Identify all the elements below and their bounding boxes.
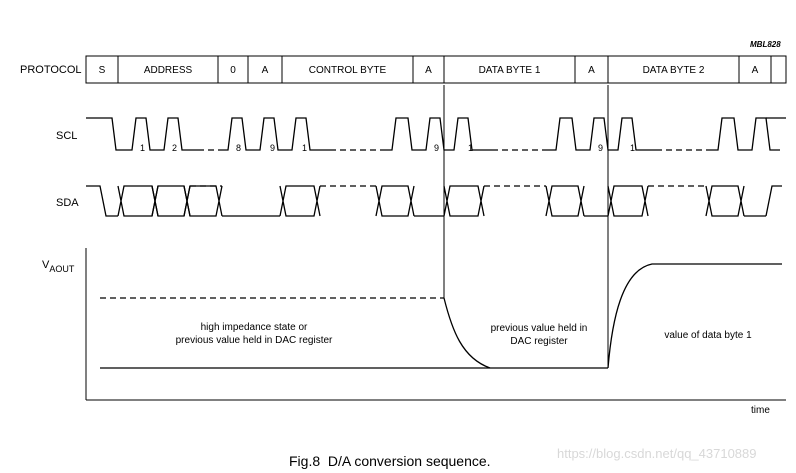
vaout-label: VAOUT	[42, 259, 75, 274]
scl-waveform	[86, 117, 786, 151]
protocol-field-a: A	[262, 65, 269, 76]
output-decay-curve	[443, 297, 491, 369]
time-axis-label: time	[751, 405, 770, 416]
sda-data-bit	[545, 185, 585, 217]
scl-pulse-number: 1	[468, 143, 473, 153]
watermark-text: https://blog.csdn.net/qq_43710889	[557, 446, 757, 461]
region1-note-line2: previous value held in DAC register	[176, 335, 333, 346]
vaout-plot: high impedance state or previous value h…	[85, 85, 786, 416]
protocol-field-address: ADDRESS	[144, 65, 193, 76]
protocol-field-0: 0	[230, 65, 236, 76]
scl-pulse-labels: 1 2 8 9 1 9 1 9 1	[140, 143, 635, 153]
sda-data-bit	[705, 185, 745, 217]
scl-pulse-number: 9	[434, 143, 439, 153]
scl-pulse-number: 9	[598, 143, 603, 153]
sda-data-bit	[443, 185, 485, 217]
protocol-bar: S ADDRESS 0 A CONTROL BYTE A DATA BYTE 1 A DATA …	[85, 55, 787, 84]
sda-end	[765, 185, 782, 217]
scl-pulse-number: 1	[140, 143, 145, 153]
sda-data-bit	[117, 185, 159, 217]
scl-pulse-number: 8	[236, 143, 241, 153]
output-rise-curve	[607, 263, 782, 369]
figure-caption: Fig.8 D/A conversion sequence.	[289, 453, 491, 469]
protocol-field-a: A	[425, 65, 432, 76]
vaout-label-sub: AOUT	[49, 264, 75, 274]
region3-note: value of data byte 1	[664, 330, 752, 341]
sda-waveform	[86, 185, 782, 217]
sda-data-bit	[183, 185, 223, 217]
region1-note-line1: high impedance state or	[201, 322, 308, 333]
scl-pulse-number: 1	[630, 143, 635, 153]
protocol-label: PROTOCOL	[20, 64, 82, 76]
scl-label: SCL	[56, 130, 77, 142]
protocol-field-a: A	[588, 65, 595, 76]
protocol-bar-outline	[85, 55, 787, 84]
protocol-field-data-byte-2: DATA BYTE 2	[643, 65, 705, 76]
scl-pulse-number: 9	[270, 143, 275, 153]
scl-pulse-number: 1	[302, 143, 307, 153]
protocol-field-control-byte: CONTROL BYTE	[309, 65, 387, 76]
scl-segment-ack-control	[218, 117, 330, 151]
scl-segment-data1	[380, 117, 492, 151]
protocol-field-data-byte-1: DATA BYTE 1	[479, 65, 541, 76]
region2-note-line1: previous value held in	[491, 323, 588, 334]
region2-note-line2: DAC register	[510, 336, 568, 347]
scl-segment-data2	[544, 117, 656, 151]
scl-segment-address	[86, 117, 198, 151]
scl-pulse-number: 2	[172, 143, 177, 153]
protocol-field-a: A	[752, 65, 759, 76]
sda-start-condition	[86, 185, 118, 217]
vaout-label-main: V	[42, 259, 50, 271]
protocol-field-s: S	[99, 65, 106, 76]
scl-segment-end	[706, 117, 780, 151]
sda-data-bit	[607, 185, 649, 217]
sda-data-bit	[375, 185, 415, 217]
sda-label: SDA	[56, 197, 79, 209]
figure-id: MBL828	[750, 40, 781, 49]
sda-data-bit	[279, 185, 321, 217]
